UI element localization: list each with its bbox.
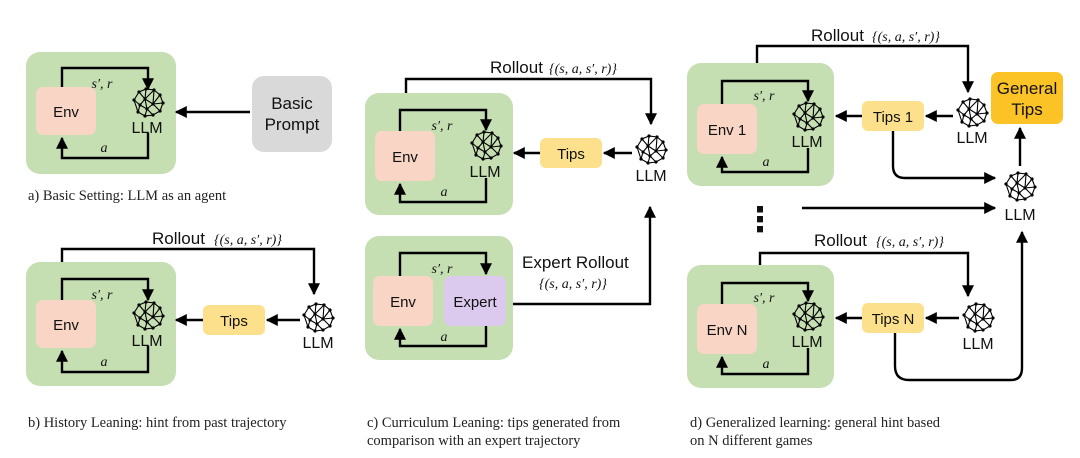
rollout-label: Rollout [814,231,867,250]
panel-d: Env 1 s′, r a LLM Tips 1 LLM Rollout {(s… [687,26,1063,449]
env-label: Env [390,294,416,311]
neural-net-icon [634,133,669,166]
neural-net-icon [955,96,990,129]
env-n-box [697,304,757,354]
panel-b: Env s′, r a LLM Tips LLM Rollout {(s, a,… [26,229,336,431]
env-label: Env [392,149,418,166]
expert-label: Expert [453,294,497,311]
expert-box [444,276,506,326]
action-label: a [441,185,448,200]
tips-label: Tips [220,313,248,330]
general-tips-label-2: Tips [1011,100,1043,119]
llm-label: LLM [131,120,162,137]
env-box [36,87,96,135]
env-label: Env [53,317,79,334]
basic-prompt-box [252,76,332,152]
action-label: a [101,355,108,370]
feedback-arrow [398,108,492,132]
tips-1-label: Tips 1 [873,109,913,126]
env-n-label: Env N [707,322,748,339]
tips-box [203,305,265,335]
feedback-label: s′, r [432,119,454,134]
llm-label: LLM [1004,207,1035,224]
caption-c-line-1: c) Curriculum Leaning: tips generated fr… [367,415,621,431]
llm-label: LLM [302,335,333,352]
feedback-label: s′, r [92,288,114,303]
action-label: a [763,357,770,372]
env-label: Env [53,104,79,121]
llm-label: LLM [956,130,987,147]
action-label: a [763,155,770,170]
rollout-label: Rollout [811,26,864,45]
feedback-label: s′, r [432,262,454,277]
llm-label: LLM [962,336,993,353]
caption-b: b) History Leaning: hint from past traje… [28,415,287,431]
caption-c-line-2: comparison with an expert trajectory [367,433,581,449]
action-arrow [56,346,150,374]
env-box [36,300,96,348]
feedback-label: s′, r [754,291,776,306]
feedback-arrow [720,79,814,104]
rollout-set-label: {(s, a, s′, r)} [876,235,944,250]
ellipsis: ⋮ [743,201,777,239]
feedback-arrow [60,66,154,91]
tips-n-to-llm-arrow [893,230,1028,382]
neural-net-icon [961,301,996,334]
feedback-arrow [60,277,154,302]
rollout-set-label: {(s, a, s′, r)} [872,30,940,45]
expert-rollout-label: Expert Rollout [522,253,629,272]
tips-1-box [862,101,924,131]
llm-label: LLM [469,164,500,181]
expert-rollout-arrow [513,205,656,306]
llm-label: LLM [791,334,822,351]
action-arrow [716,348,810,376]
rollout-set-label: {(s, a, s′, r)} [214,233,282,248]
tips-label: Tips [557,146,585,163]
panel-c: Env s′, r a LLM Tips LLM Rollout {(s, a,… [365,58,669,449]
general-tips-box [991,72,1063,124]
action-label: a [101,141,108,156]
action-label: a [441,330,448,345]
neural-net-icon [1003,170,1038,203]
env-1-box [697,104,757,154]
rollout-set-label: {(s, a, s′, r)} [549,62,617,77]
agent-loop-box-1 [687,63,834,186]
llm-label: LLM [131,333,162,350]
panel-a: Env s′, r a LLM Basic Prompt a) Basic Se… [26,52,332,204]
feedback-arrow [398,251,492,276]
tips-box [540,138,602,168]
rollout-arrow-1 [755,44,974,94]
rollout-arrow-n [758,251,974,298]
llm-label: LLM [635,168,666,185]
action-arrow [56,133,150,160]
rollout-label: Rollout [152,229,205,248]
action-arrow [394,178,488,204]
basic-prompt-label-2: Prompt [265,115,320,134]
general-tips-label-1: General [997,79,1057,98]
caption-d-line-1: d) Generalized learning: general hint ba… [690,415,941,431]
rollout-arrow [60,247,320,296]
basic-prompt-label-1: Basic [271,94,313,113]
env-box [375,131,435,181]
feedback-label: s′, r [754,89,776,104]
action-arrow [394,326,488,348]
action-arrow [716,148,810,174]
env-1-label: Env 1 [708,122,746,139]
rollout-arrow [404,77,657,126]
caption-d-line-2: on N different games [690,433,813,449]
feedback-arrow [720,281,814,304]
feedback-label: s′, r [92,77,114,92]
tips-n-box [862,303,924,333]
neural-net-icon [301,301,336,334]
caption-a: a) Basic Setting: LLM as an agent [28,188,226,204]
llm-label: LLM [791,134,822,151]
expert-rollout-set-label: {(s, a, s′, r)} [539,277,607,292]
tips-n-label: Tips N [872,311,915,328]
rollout-label: Rollout [490,58,543,77]
env-box [373,276,433,326]
tips-1-to-llm-arrow [891,131,997,184]
